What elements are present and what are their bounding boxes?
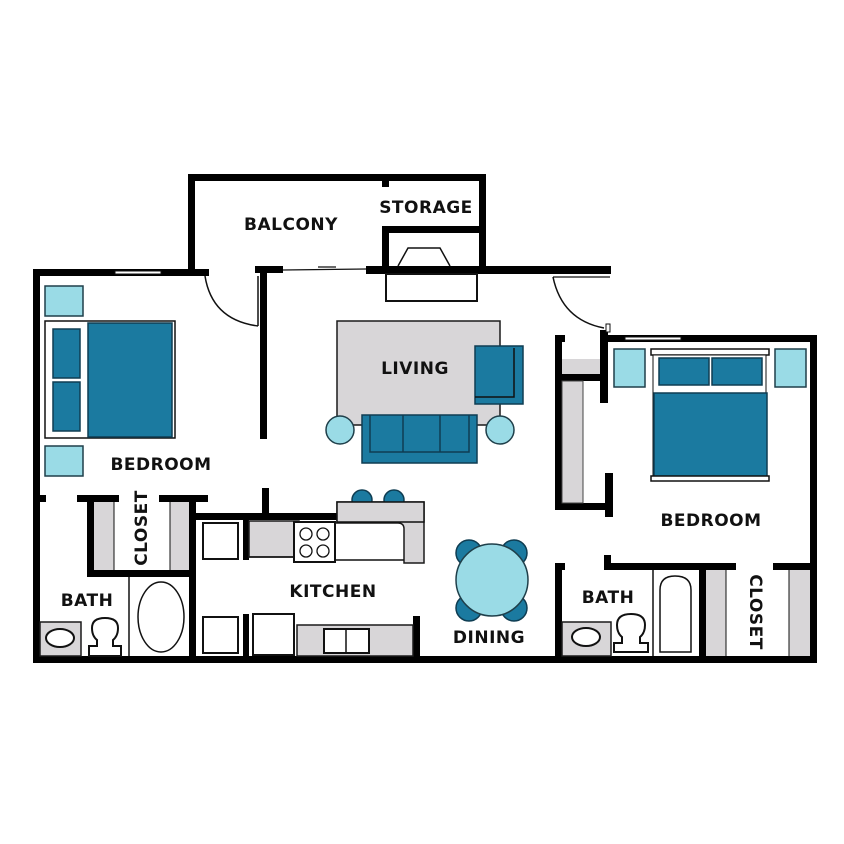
living-furniture xyxy=(325,320,524,464)
fireplace xyxy=(385,247,478,302)
label-bedroom-left: BEDROOM xyxy=(110,455,211,475)
label-storage: STORAGE xyxy=(379,198,473,218)
left-closet-fixtures xyxy=(94,502,189,570)
label-dining: DINING xyxy=(453,628,525,648)
kitchen-fixtures xyxy=(202,489,425,657)
label-closet-left: CLOSET xyxy=(132,490,152,566)
label-closet-right: CLOSET xyxy=(745,574,765,650)
label-bedroom-right: BEDROOM xyxy=(660,511,761,531)
left-bath-fixtures xyxy=(39,577,185,657)
room-labels: BALCONY STORAGE LIVING BEDROOM BEDROOM C… xyxy=(61,198,765,650)
label-kitchen: KITCHEN xyxy=(289,582,376,602)
right-closet-fixtures xyxy=(706,570,810,656)
right-bath-fixtures xyxy=(561,570,692,657)
label-living: LIVING xyxy=(381,359,449,379)
left-bedroom-furniture xyxy=(44,285,176,477)
door-swings xyxy=(204,275,610,329)
right-bedroom-furniture xyxy=(613,348,807,482)
dining-furniture xyxy=(455,539,529,622)
hall-closet xyxy=(561,359,600,504)
label-bath-right: BATH xyxy=(582,588,635,608)
label-bath-left: BATH xyxy=(61,591,114,611)
windows xyxy=(114,266,682,341)
label-balcony: BALCONY xyxy=(244,215,338,235)
